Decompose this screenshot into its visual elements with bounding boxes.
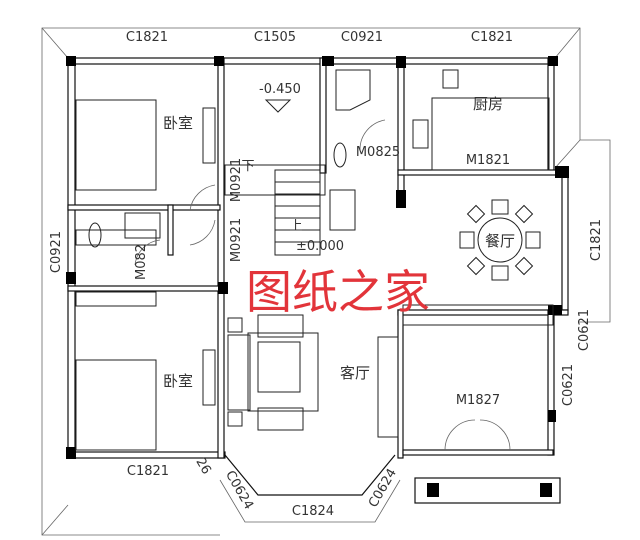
wardrobe-lower [75,291,157,307]
window-label: C1821 [471,30,513,45]
window-label: C0621 [561,364,576,406]
door-swing-lower [189,219,216,246]
washbasin [329,189,356,231]
bath-door-swing [359,119,386,151]
tv-cabinet [377,336,399,438]
eave-outline [41,27,611,536]
dining-table [459,199,541,281]
bed-upper [75,99,157,191]
kitchen-counter [431,97,550,171]
door-label: M0825 [356,145,400,160]
staircase [224,164,326,256]
bed-lower [75,359,157,451]
wc-door-swing [134,239,161,266]
window-label: 26 [192,455,213,477]
room-label-dining: 餐厅 [485,232,515,250]
room-label-living: 客厅 [340,364,370,382]
stair-up-label: 上 [289,219,302,234]
columns [66,56,569,497]
window-label: C1505 [254,30,296,45]
entrance-door-swing [444,419,511,451]
door-swing-upper [189,184,216,211]
door-label: M0921 [229,218,244,262]
window-label: C0621 [577,309,592,351]
window-label: C1824 [292,504,334,519]
level-label: ±0.000 [296,239,344,254]
room-label-bedroom: 卧室 [163,372,193,390]
sink-lower [124,212,161,239]
window-label: C1821 [127,464,169,479]
room-label-kitchen: 厨房 [473,95,503,113]
watermark: 图纸之家 [246,265,430,319]
door-label: M1821 [466,153,510,168]
stove [412,119,429,149]
level-label: -0.450 [259,82,301,97]
stair-down-label: 下 [241,159,254,174]
window-label: C1821 [126,30,168,45]
shower [335,69,371,111]
kitchen-sink [442,69,459,89]
window-label: C0921 [49,231,64,273]
window-label: C0921 [341,30,383,45]
sofa-set [227,314,319,431]
furniture [75,69,554,451]
door-label: M1827 [456,393,500,408]
level-marker [264,99,292,113]
toilet-lower [88,222,102,248]
toilet-upper [333,142,347,168]
walls [67,57,569,504]
door-label: M0921 [229,158,244,202]
window-label: C1821 [589,219,604,261]
door-label: M082 [134,244,149,280]
room-label-bedroom: 卧室 [163,114,193,132]
